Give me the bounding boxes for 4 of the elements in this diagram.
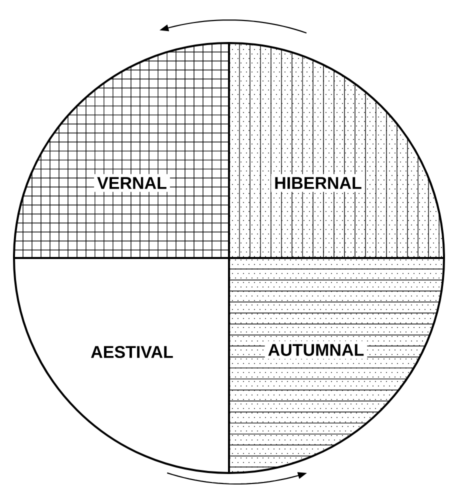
quadrant-sector: AUTUMNAL: [228, 257, 445, 474]
quadrant-sector: VERNAL: [13, 42, 230, 259]
quadrant-sector: HIBERNAL: [228, 42, 445, 259]
quadrant-sector: AESTIVAL: [13, 257, 230, 474]
